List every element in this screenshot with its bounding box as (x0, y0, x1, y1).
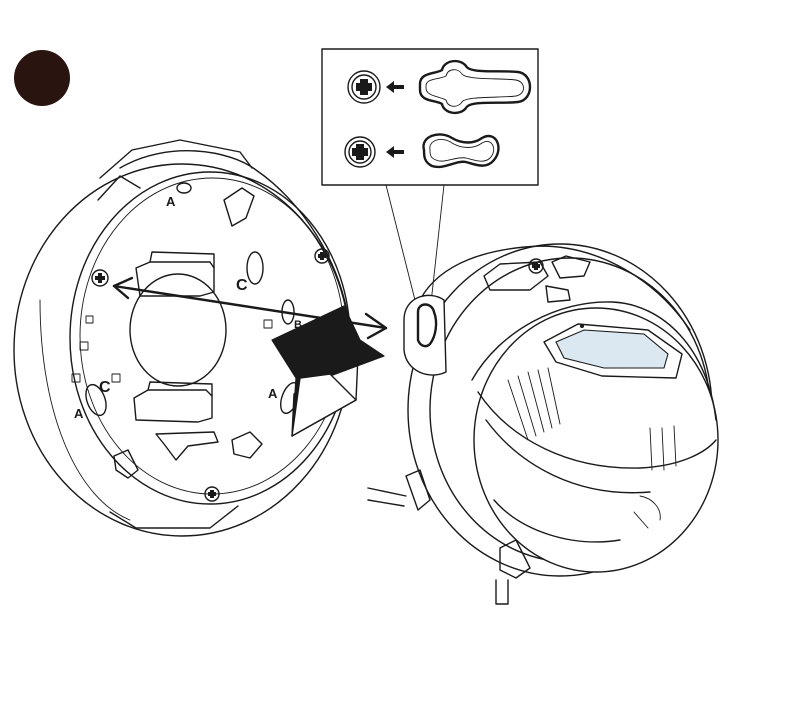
mount-label-a: A (268, 386, 278, 401)
left-arrow-icon (386, 146, 404, 158)
mount-label-a: A (74, 406, 84, 421)
phillips-screw-icon (345, 137, 375, 167)
dome-camera (368, 244, 718, 604)
phillips-screw-icon (348, 71, 380, 103)
mount-label-c: C (99, 379, 111, 396)
mount-label-c: C (236, 277, 248, 294)
oval-slot-icon (423, 134, 498, 167)
keyhole-slot-icon (420, 61, 530, 113)
left-arrow-icon (386, 81, 404, 93)
step-badge (14, 50, 70, 106)
mount-label-a: A (166, 194, 176, 209)
